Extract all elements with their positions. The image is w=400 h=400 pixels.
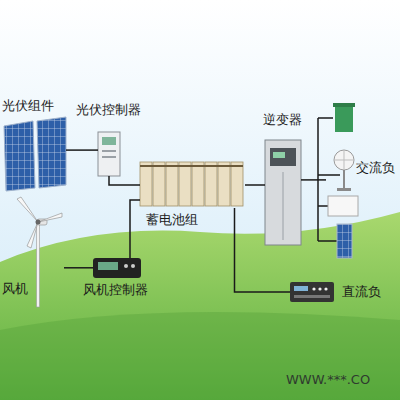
- dc-load-node: 直流负: [290, 282, 334, 302]
- hill-shade: [0, 312, 400, 400]
- inverter-cabinet: [265, 140, 301, 245]
- wire-connector: [109, 176, 140, 185]
- wire-connector: [301, 179, 326, 181]
- pv-controller-node: 光伏控制器: [98, 132, 120, 176]
- dc-device: [290, 282, 334, 302]
- wind-controller-node: 风机控制器: [93, 258, 141, 278]
- wire-connector: [235, 208, 291, 292]
- component-label: 风机: [2, 281, 28, 297]
- pv-controller-device: [98, 132, 120, 176]
- battery-bank: [140, 162, 243, 206]
- wind-controller-device: [93, 258, 141, 278]
- component-label: 风机控制器: [83, 282, 148, 298]
- wire-connector: [130, 200, 140, 258]
- component-label: 直流负: [342, 284, 381, 300]
- battery-node: 蓄电池组: [140, 158, 245, 208]
- wire-connector: [245, 184, 265, 186]
- component-label: 光伏控制器: [76, 102, 141, 118]
- component-label: 交流负: [356, 160, 395, 176]
- inverter-node: 逆变器: [265, 140, 301, 245]
- wire-connector: [64, 267, 93, 269]
- component-label: 光伏组件: [2, 98, 54, 114]
- wind-turbine-node: 风机: [14, 195, 64, 307]
- component-label: 逆变器: [263, 112, 302, 128]
- component-label: 蓄电池组: [146, 212, 198, 228]
- hill: [0, 212, 400, 400]
- solar-panel-node: 光伏组件: [4, 120, 66, 190]
- watermark: WWW.***.CO: [286, 372, 370, 388]
- wire-connector: [66, 149, 98, 151]
- ac-devices: [328, 103, 358, 258]
- solar-panels: [4, 117, 66, 191]
- ac-load-node: 交流负: [326, 102, 360, 262]
